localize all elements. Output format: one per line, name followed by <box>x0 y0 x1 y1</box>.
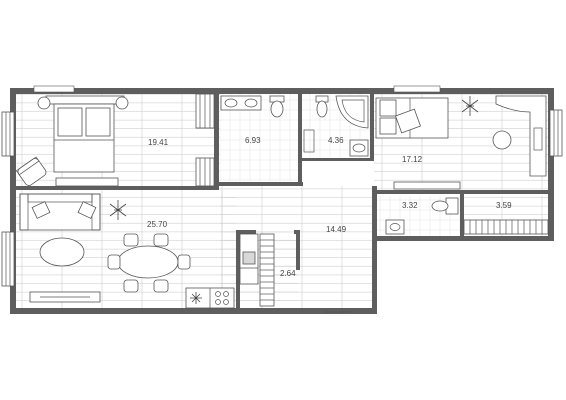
bedroom-left-floor <box>14 94 220 190</box>
window-top-left <box>33 85 75 93</box>
living-kitchen: 25.70 <box>19 193 259 309</box>
bathroom-mid-area: 4.36 <box>328 136 344 145</box>
hob-3 <box>215 299 221 305</box>
bedside-lamp-right <box>115 96 129 110</box>
sofa <box>19 193 101 231</box>
headboard <box>45 95 125 105</box>
bench <box>55 177 119 187</box>
desk-lamp <box>533 127 543 151</box>
dining-chair-5 <box>107 254 121 270</box>
window-right <box>549 109 563 157</box>
wardrobe-mid: 2.64 <box>259 233 296 307</box>
pillow-right-a <box>379 99 397 117</box>
hob-1 <box>215 291 221 297</box>
dining-chair-3 <box>123 279 139 293</box>
sink-left <box>224 98 238 108</box>
pillow-left <box>57 107 83 137</box>
dining-table <box>117 245 179 279</box>
corner-bathtub <box>335 95 369 129</box>
wardrobe-right: 3.59 <box>463 201 549 235</box>
dining-chair-1 <box>123 233 139 247</box>
bedroom-right-area: 17.12 <box>402 155 423 164</box>
pillow-right <box>85 107 111 137</box>
bedside-lamp-left <box>37 96 51 110</box>
sink-right <box>385 219 405 235</box>
walls <box>10 88 554 314</box>
armchair-bedroom <box>15 156 47 186</box>
wc-right-area: 3.32 <box>402 201 418 210</box>
living-kitchen-area: 25.70 <box>147 220 168 229</box>
shower-cabinet <box>303 129 315 153</box>
plant-living-icon <box>109 200 127 220</box>
sink-right <box>244 98 258 108</box>
kitchen-sink <box>242 251 256 265</box>
toilet-left <box>270 100 284 118</box>
bathroom-left: 6.93 <box>220 95 285 145</box>
wc-right: 3.32 <box>385 197 459 235</box>
desk-chair <box>492 130 512 150</box>
hallway: 14.49 <box>324 225 350 313</box>
pillow-right-b <box>379 117 397 135</box>
desk <box>495 95 547 177</box>
plant-bedroom-right-icon <box>461 96 479 116</box>
hob-2 <box>223 291 229 297</box>
bed-right-throw <box>395 108 421 134</box>
bedroom-left-area: 19.41 <box>148 138 169 147</box>
sink-mid <box>349 139 369 157</box>
bathroom-mid: 4.36 <box>303 95 369 157</box>
wardrobe-right-area: 3.59 <box>496 201 512 210</box>
window-top-right <box>393 85 441 93</box>
rug <box>39 237 85 267</box>
dining-chair-2 <box>153 233 169 247</box>
dining-chair-6 <box>177 254 191 270</box>
double-vanity <box>220 95 262 111</box>
wardrobe-mid-area: 2.64 <box>280 269 296 278</box>
windows <box>1 85 563 287</box>
hallway-area: 14.49 <box>326 225 347 234</box>
bathroom-left-area: 6.93 <box>245 136 261 145</box>
toilet-mid <box>316 100 328 118</box>
window-left-bottom <box>1 231 15 287</box>
fridge-icon <box>190 292 202 304</box>
bench-right <box>393 181 461 190</box>
bedroom-right: 17.12 <box>375 95 547 190</box>
dining-chair-4 <box>153 279 169 293</box>
toilet-right <box>431 200 449 212</box>
window-left-top <box>1 111 15 157</box>
hob-4 <box>223 299 229 305</box>
bedroom-left: 19.41 <box>15 93 215 187</box>
